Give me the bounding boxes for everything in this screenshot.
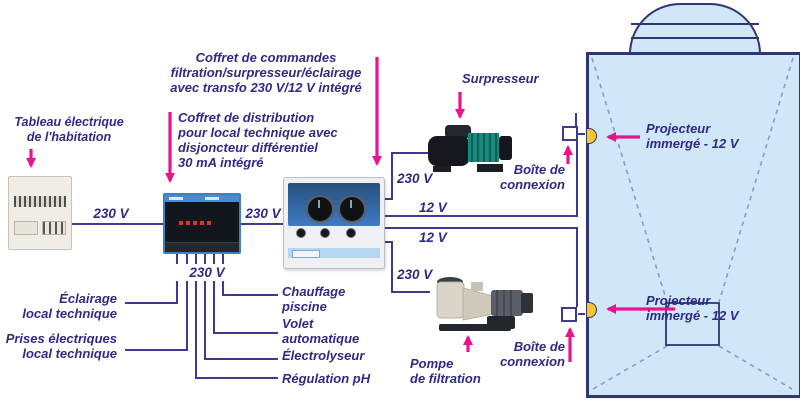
voltage-light-bottom: 12 V (419, 230, 447, 245)
connection-box-bottom (561, 307, 577, 322)
circuit-electrolyseur-label: Électrolyseur (282, 348, 365, 363)
brand-chip (292, 250, 320, 258)
filtration-pump-image (427, 274, 541, 339)
selector-knob (320, 228, 330, 238)
house-electrical-panel-image (8, 176, 72, 250)
projecteur-bottom-label: Projecteur immergé - 12 V (646, 293, 739, 324)
voltage-mains-in: 230 V (93, 206, 129, 221)
voltage-light-top: 12 V (419, 200, 447, 215)
voltage-surpresseur: 230 V (397, 171, 433, 186)
surpresseur-pump-image (425, 123, 515, 180)
selector-knob (296, 228, 306, 238)
pompe-filtration-label: Pompe de filtration (410, 356, 481, 387)
breaker-row (14, 196, 66, 207)
timer-dial (338, 195, 366, 223)
pool-basin (586, 52, 800, 398)
circuit-chauffage-label: Chauffage piscine (282, 284, 346, 315)
circuit-regulation-ph-label: Régulation pH (282, 371, 371, 386)
pool-steps-dome (629, 3, 761, 54)
circuit-prises-label: Prises électriques local technique (5, 331, 117, 362)
voltage-dist-out: 230 V (189, 265, 225, 280)
projecteur-top-label: Projecteur immergé - 12 V (646, 121, 739, 152)
selector-knob (346, 228, 356, 238)
connection-box-top (562, 126, 578, 141)
command-box-image (283, 177, 385, 269)
source-panel-label: Tableau électrique de l'habitation (14, 115, 124, 144)
connection-box-top-label: Boîte de connexion (499, 162, 565, 193)
distribution-box-image (163, 193, 241, 254)
surpresseur-label: Surpresseur (462, 71, 539, 86)
circuit-eclairage-label: Éclairage local technique (22, 291, 117, 322)
distribution-box-label: Coffret de distribution pour local techn… (178, 110, 338, 171)
pool-drain-outline (665, 302, 720, 346)
timer-dial (306, 195, 334, 223)
voltage-mains-link: 230 V (245, 206, 281, 221)
circuit-volet-label: Volet automatique (282, 316, 360, 347)
connection-box-bottom-label: Boîte de connexion (499, 339, 565, 370)
command-box-label: Coffret de commandes filtration/surpress… (170, 50, 362, 96)
voltage-pompe: 230 V (397, 267, 433, 282)
